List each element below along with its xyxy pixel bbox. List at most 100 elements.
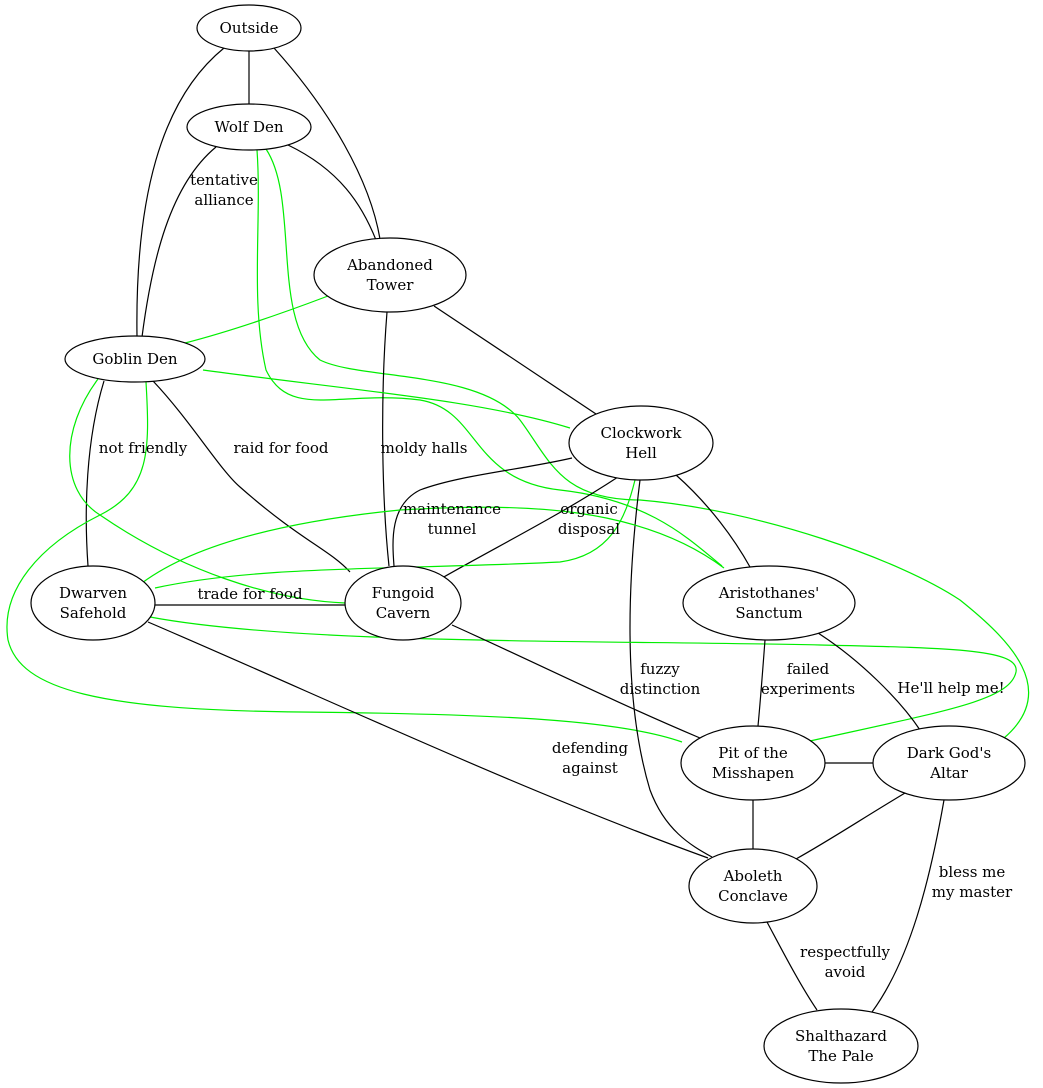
edge-label-wolf-goblin: tentative alliance	[190, 171, 258, 209]
edge-line-aboleth-shalthazard	[766, 921, 818, 1011]
node-label-goblin: Goblin Den	[92, 350, 178, 368]
edge-goblin-clockwork	[202, 369, 571, 429]
edge-label-tower-fungoid-line: moldy halls	[381, 439, 468, 457]
node-label-fungoid-line: Fungoid	[372, 584, 435, 602]
edge-label-dwarven-fungoid: trade for food	[197, 585, 303, 603]
node-label-clockwork-line: Hell	[625, 444, 657, 462]
edge-tower-clockwork	[433, 305, 597, 415]
edge-label-clockwork-fungoid-disposal-line: organic	[560, 500, 618, 518]
edge-line-goblin-pit	[6, 381, 683, 743]
edge-line-tower-clockwork	[433, 305, 597, 415]
edge-label-clockwork-aboleth: fuzzy distinction	[620, 660, 701, 698]
edge-goblin-dwarven	[85, 380, 105, 567]
edge-outside-tower	[273, 47, 381, 240]
edge-label-aristothanes-pit-line: experiments	[761, 680, 855, 698]
edge-line-clockwork-aboleth	[629, 479, 713, 858]
node-aristothanes: Aristothanes' Sanctum	[682, 565, 856, 641]
node-label-shalthazard-line: Shalthazard	[795, 1027, 887, 1045]
edge-line-darkgod-shalthazard	[871, 799, 945, 1013]
edge-darkgod-shalthazard	[871, 799, 945, 1013]
edge-line-clockwork-aristothanes	[675, 474, 751, 568]
edge-aboleth-shalthazard	[766, 921, 818, 1011]
node-shape-outside	[196, 4, 302, 52]
node-shape-clockwork	[568, 405, 714, 481]
edge-wolf-aristothanes	[256, 149, 723, 567]
edge-line-goblin-fungoid-green	[69, 378, 346, 604]
edge-fungoid-pit	[451, 624, 701, 739]
edge-line-goblin-dwarven	[85, 380, 105, 567]
edge-label-goblin-dwarven: not friendly	[99, 439, 188, 457]
node-shape-dwarven	[30, 565, 156, 641]
node-wolf: Wolf Den	[186, 103, 312, 151]
edge-line-goblin-fungoid	[152, 380, 351, 573]
edge-label-aristothanes-darkgod-line: He'll help me!	[897, 679, 1004, 697]
edge-label-wolf-goblin-line: tentative	[190, 171, 258, 189]
node-label-pit-line: Misshapen	[712, 764, 795, 782]
node-label-darkgod-line: Altar	[929, 764, 969, 782]
edge-label-wolf-goblin-line: alliance	[194, 191, 253, 209]
node-label-aristothanes-line: Aristothanes'	[718, 584, 820, 602]
node-outside: Outside	[196, 4, 302, 52]
edge-darkgod-aboleth	[795, 792, 906, 860]
edge-goblin-fungoid	[152, 380, 351, 573]
node-label-darkgod-line: Dark God's	[907, 744, 991, 762]
edge-label-darkgod-shalthazard-line: my master	[932, 883, 1013, 901]
edge-label-dwarven-aboleth-line: defending	[552, 739, 629, 757]
edge-aristothanes-pit	[757, 639, 766, 727]
edge-label-goblin-fungoid: raid for food	[233, 439, 328, 457]
node-goblin: Goblin Den	[64, 335, 206, 383]
node-label-tower-line: Tower	[367, 276, 415, 294]
edge-line-clockwork-dwarven	[154, 479, 636, 589]
node-label-outside: Outside	[220, 19, 279, 37]
edge-wolf-tower	[287, 144, 377, 241]
edge-label-aristothanes-darkgod: He'll help me!	[897, 679, 1004, 697]
edge-tower-fungoid	[382, 311, 390, 567]
edge-label-aboleth-shalthazard-line: avoid	[825, 963, 866, 981]
edge-label-aboleth-shalthazard-line: respectfully	[800, 943, 890, 961]
edge-label-clockwork-aboleth-line: fuzzy	[640, 660, 680, 678]
edge-line-darkgod-aboleth	[795, 792, 906, 860]
node-label-wolf: Wolf Den	[214, 118, 283, 136]
node-shape-fungoid	[344, 565, 462, 641]
node-shape-pit	[680, 725, 826, 801]
edge-wolf-darkgod	[265, 148, 1030, 739]
node-label-dwarven-line: Dwarven	[59, 584, 127, 602]
edge-line-tower-fungoid	[382, 311, 390, 567]
edge-label-clockwork-fungoid-tunnel-line: maintenance	[403, 500, 501, 518]
edge-line-clockwork-fungoid-tunnel	[392, 457, 573, 567]
node-shape-goblin	[64, 335, 206, 383]
node-shape-aristothanes	[682, 565, 856, 641]
node-label-aristothanes: Aristothanes' Sanctum	[718, 584, 820, 622]
edge-clockwork-aboleth	[629, 479, 713, 858]
edge-label-tower-fungoid: moldy halls	[381, 439, 468, 457]
node-label-goblin-line: Goblin Den	[92, 350, 178, 368]
edges-layer	[6, 47, 1030, 1013]
edge-label-clockwork-fungoid-disposal-line: disposal	[558, 520, 620, 538]
edge-line-fungoid-pit	[451, 624, 701, 739]
edge-tower-goblin	[184, 295, 329, 344]
edge-line-dwarven-pit	[149, 616, 1017, 742]
node-label-aristothanes-line: Sanctum	[735, 604, 802, 622]
edge-label-clockwork-aboleth-line: distinction	[620, 680, 701, 698]
edge-label-goblin-fungoid-line: raid for food	[233, 439, 328, 457]
node-label-pit-line: Pit of the	[718, 744, 788, 762]
edge-label-clockwork-fungoid-disposal: organic disposal	[558, 500, 620, 538]
edge-goblin-pit	[6, 381, 683, 743]
edge-line-outside-goblin	[136, 47, 225, 338]
edge-dwarven-pit	[149, 616, 1017, 742]
edge-wolf-goblin	[141, 146, 217, 338]
